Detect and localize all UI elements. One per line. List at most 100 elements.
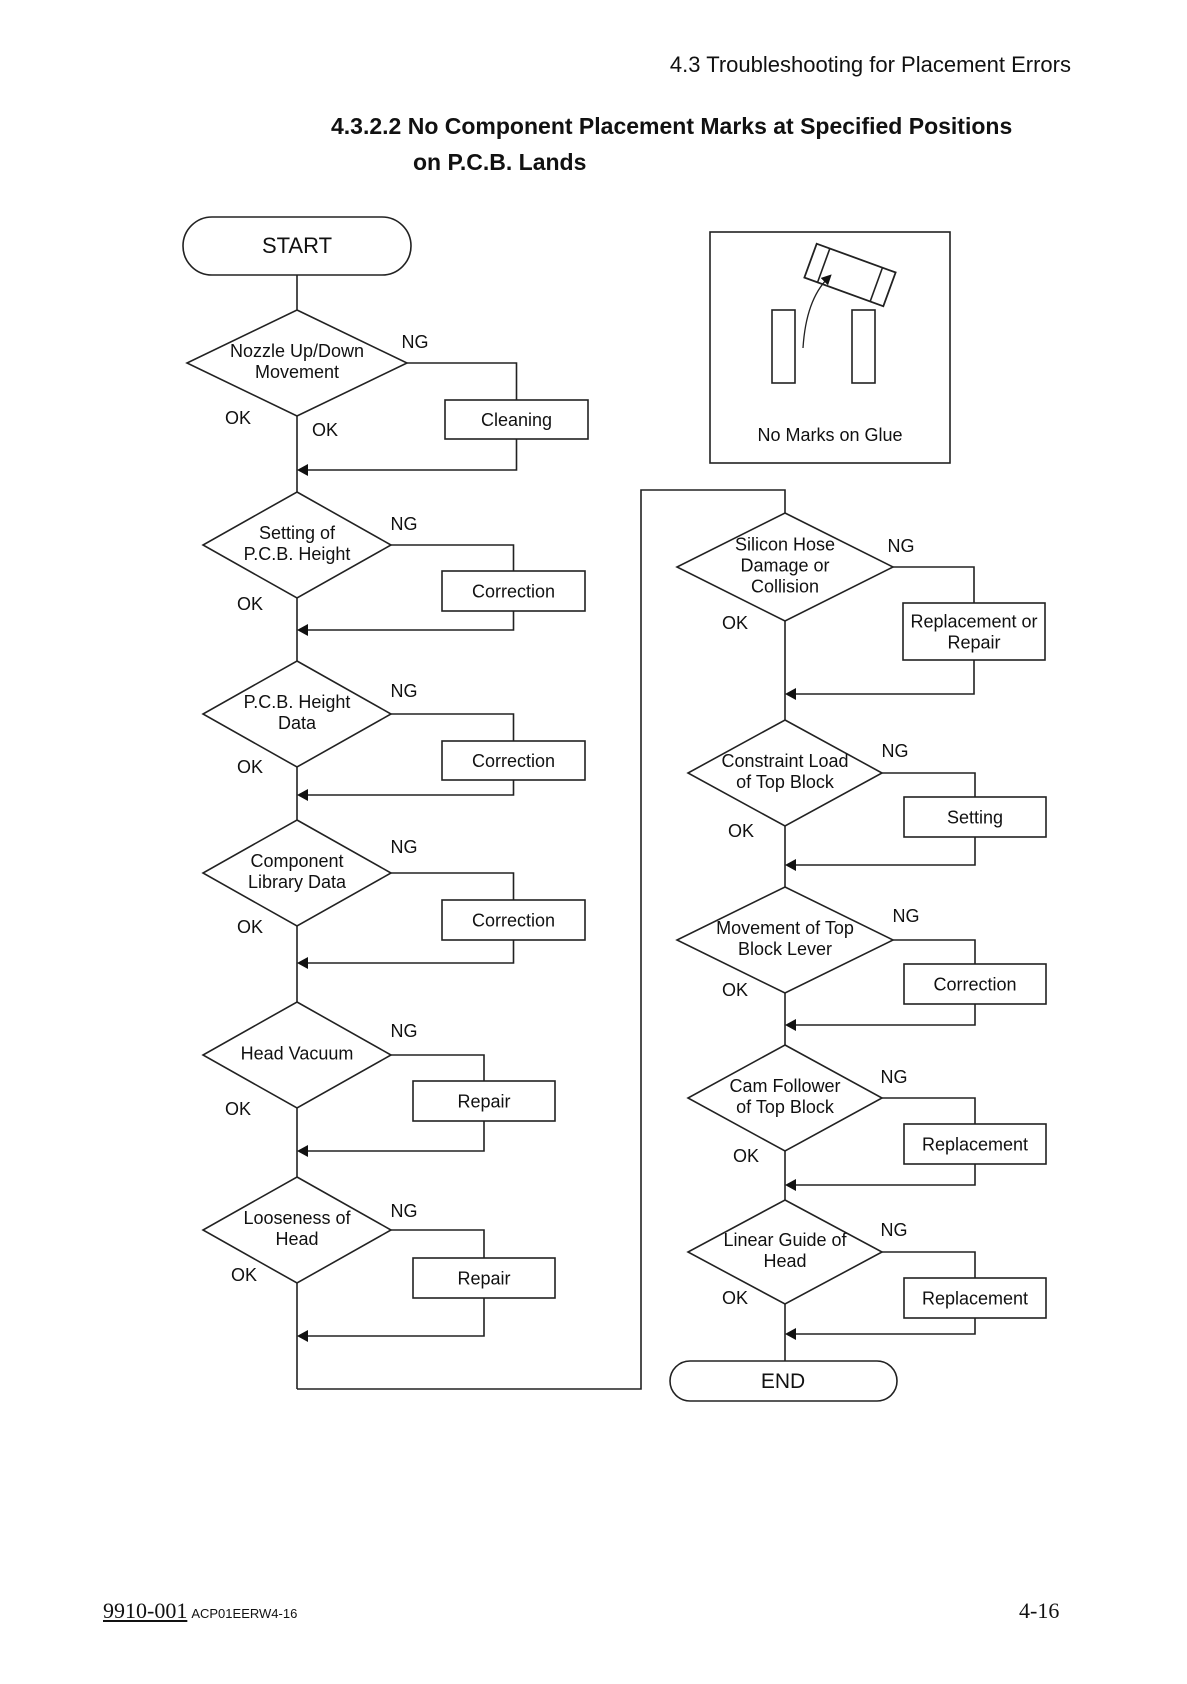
return-connector bbox=[307, 439, 518, 471]
ng-connector bbox=[391, 872, 515, 900]
return-connector bbox=[307, 780, 515, 796]
ok-label: OK bbox=[722, 1288, 748, 1308]
return-arrow-icon bbox=[297, 464, 308, 476]
ng-label: NG bbox=[402, 332, 429, 352]
title-line-1: 4.3.2.2 No Component Placement Marks at … bbox=[331, 113, 1013, 139]
return-connector bbox=[795, 1004, 976, 1026]
ng-connector bbox=[882, 1097, 976, 1124]
action-box bbox=[441, 899, 586, 941]
return-connector bbox=[795, 837, 976, 866]
return-connector bbox=[307, 611, 515, 631]
return-arrow-icon bbox=[297, 624, 308, 636]
return-arrow-icon bbox=[785, 859, 796, 871]
ok-label: OK bbox=[722, 980, 748, 1000]
column-crossover-line bbox=[297, 489, 786, 1390]
ok-label: OK bbox=[733, 1146, 759, 1166]
decision-diamond bbox=[686, 1044, 884, 1152]
ng-label: NG bbox=[391, 514, 418, 534]
return-connector bbox=[307, 1121, 485, 1152]
ng-connector bbox=[391, 544, 515, 571]
ng-connector bbox=[882, 772, 976, 797]
title-line-2: on P.C.B. Lands bbox=[413, 149, 587, 175]
ng-connector bbox=[893, 566, 975, 603]
ok-label: OK bbox=[225, 408, 251, 428]
decision-diamond bbox=[201, 491, 393, 599]
action-label: Cleaning bbox=[481, 410, 552, 430]
return-connector bbox=[795, 660, 975, 695]
illustration-frame bbox=[709, 231, 951, 464]
end-label: END bbox=[761, 1370, 805, 1393]
action-box bbox=[902, 602, 1046, 661]
return-connector bbox=[307, 940, 515, 964]
ng-connector bbox=[391, 1054, 485, 1081]
ng-label: NG bbox=[391, 681, 418, 701]
decision-diamond bbox=[686, 1199, 884, 1305]
ng-connector bbox=[391, 1229, 485, 1258]
start-terminal: START bbox=[182, 216, 412, 276]
action-box bbox=[412, 1257, 556, 1299]
action-label: Repair bbox=[457, 1091, 510, 1111]
decision-diamond bbox=[185, 309, 409, 417]
return-arrow-icon bbox=[785, 1328, 796, 1340]
ng-label: NG bbox=[391, 1021, 418, 1041]
decision-question: Head Vacuum bbox=[241, 1043, 354, 1063]
ng-label: NG bbox=[888, 536, 915, 556]
ok-label: OK bbox=[225, 1099, 251, 1119]
action-box bbox=[441, 570, 586, 612]
return-arrow-icon bbox=[297, 1145, 308, 1157]
action-box bbox=[412, 1080, 556, 1122]
decision-diamond bbox=[201, 819, 393, 927]
action-box bbox=[903, 963, 1047, 1005]
decision-diamond bbox=[201, 1001, 393, 1109]
action-label: Correction bbox=[472, 910, 555, 930]
ng-label: NG bbox=[391, 1201, 418, 1221]
return-connector bbox=[307, 1298, 485, 1337]
action-label: Replacement bbox=[922, 1134, 1028, 1154]
action-box bbox=[903, 796, 1047, 838]
section-header: 4.3 Troubleshooting for Placement Errors bbox=[669, 52, 1071, 77]
ok-label: OK bbox=[231, 1265, 257, 1285]
pickup-arrow-icon bbox=[802, 274, 832, 349]
ng-label: NG bbox=[893, 906, 920, 926]
land-right-icon bbox=[851, 309, 876, 384]
decision-diamond bbox=[675, 886, 895, 994]
no-marks-illustration: No Marks on Glue bbox=[709, 231, 951, 464]
action-label: Correction bbox=[933, 974, 1016, 994]
ok-label: OK bbox=[237, 757, 263, 777]
page-title: 4.3.2.2 No Component Placement Marks at … bbox=[331, 108, 1012, 180]
decision-diamond bbox=[675, 512, 895, 622]
ng-label: NG bbox=[882, 741, 909, 761]
ok-label: OK bbox=[722, 613, 748, 633]
land-left-icon bbox=[771, 309, 796, 384]
action-box bbox=[903, 1123, 1047, 1165]
illustration-caption: No Marks on Glue bbox=[757, 425, 902, 445]
ng-label: NG bbox=[881, 1067, 908, 1087]
decision-diamond bbox=[686, 719, 884, 827]
ok-label: OK bbox=[237, 594, 263, 614]
ng-label: NG bbox=[881, 1220, 908, 1240]
